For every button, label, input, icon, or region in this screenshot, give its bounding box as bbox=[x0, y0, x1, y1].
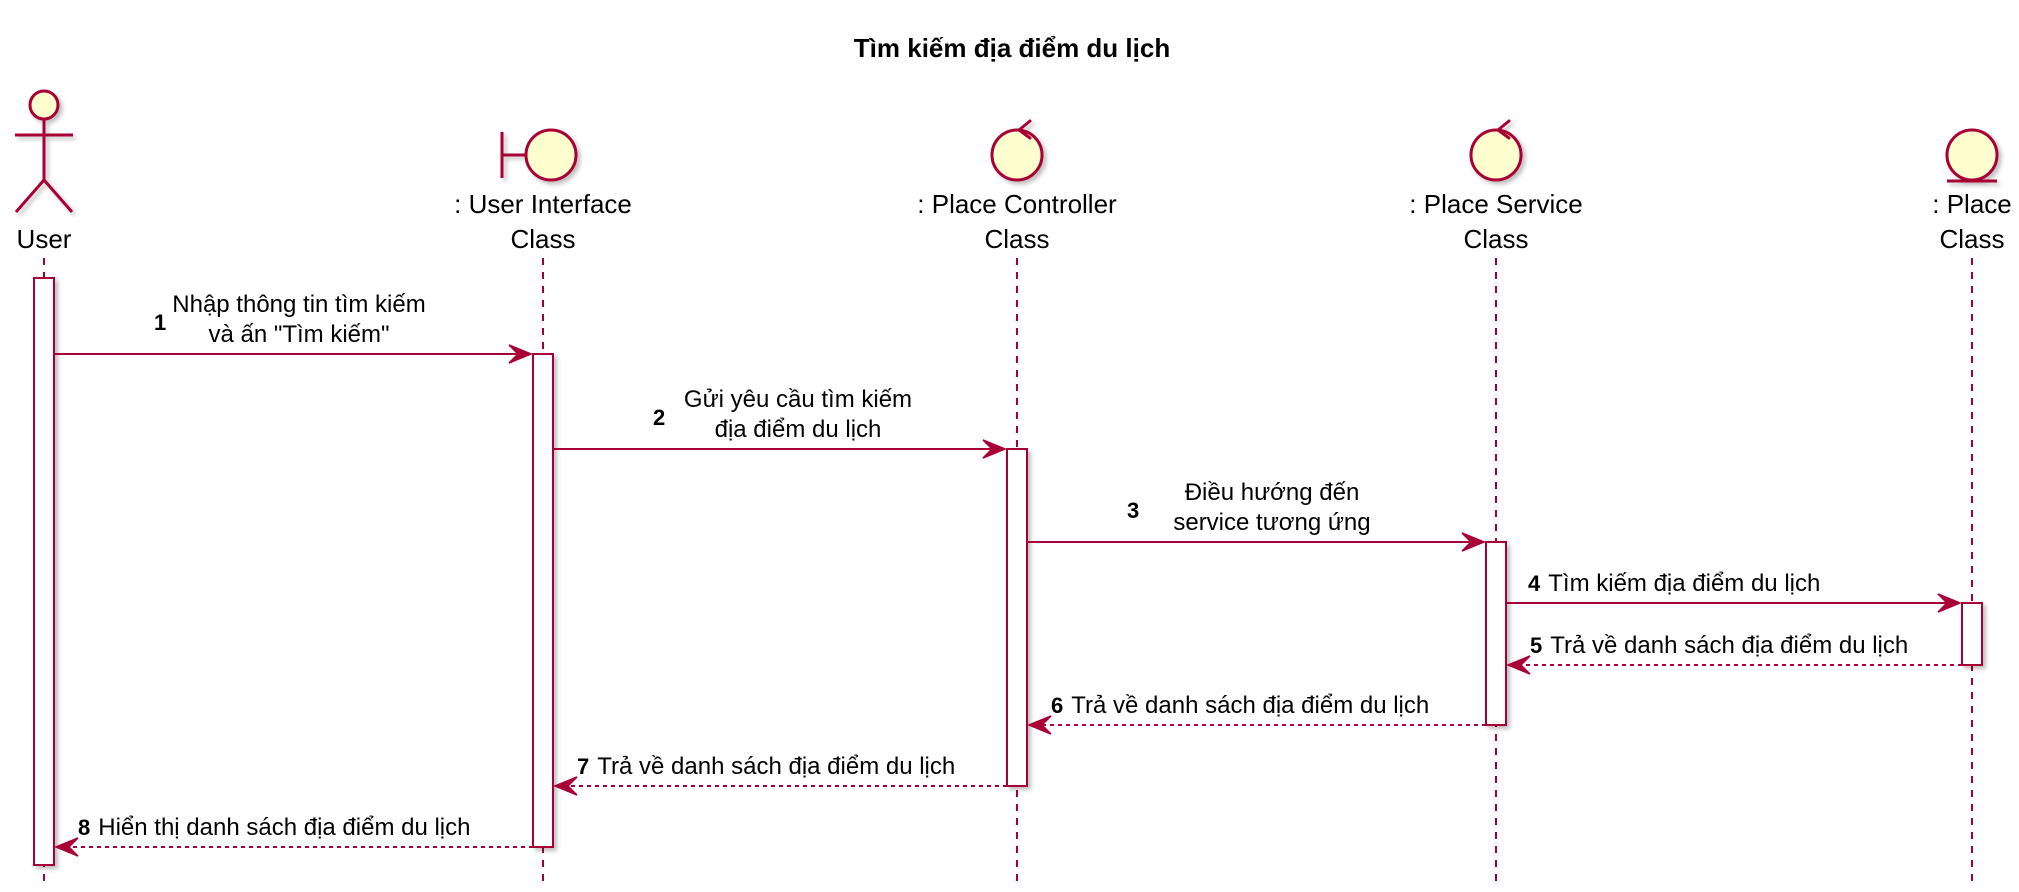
arrowhead-icon bbox=[553, 776, 578, 796]
participant-label-place: Class bbox=[1939, 224, 2004, 254]
control-icon bbox=[990, 119, 1044, 182]
message-number: 2 bbox=[653, 405, 665, 430]
message-text: service tương ứng bbox=[1173, 509, 1370, 536]
message-number: 6 bbox=[1051, 693, 1063, 718]
message-number: 5 bbox=[1530, 633, 1542, 658]
message-4: 4 Tìm kiếm địa điểm du lịch bbox=[1506, 570, 1962, 613]
message-label: 5 Trả về danh sách địa điểm du lịch bbox=[1530, 632, 1908, 659]
message-text: Trả về danh sách địa điểm du lịch bbox=[1550, 632, 1908, 659]
arrowhead-icon bbox=[1937, 593, 1962, 613]
activation-bar-user bbox=[33, 277, 55, 866]
message-8: 8 Hiển thị danh sách địa điểm du lịch bbox=[54, 814, 533, 857]
message-label: 4 Tìm kiếm địa điểm du lịch bbox=[1528, 570, 1820, 597]
message-text: Trả về danh sách địa điểm du lịch bbox=[1071, 692, 1429, 719]
boundary-icon bbox=[500, 128, 578, 182]
arrowhead-icon bbox=[1027, 715, 1052, 735]
arrowhead-icon bbox=[982, 439, 1007, 459]
participant-label-service: : Place Service bbox=[1409, 189, 1582, 219]
message-text: Hiển thị danh sách địa điểm du lịch bbox=[98, 814, 470, 841]
message-3: 3 Điều hướng đến service tương ứng bbox=[1027, 479, 1486, 552]
message-label: 8 Hiển thị danh sách địa điểm du lịch bbox=[78, 814, 470, 841]
diagram-title: Tìm kiếm địa điểm du lịch bbox=[854, 33, 1170, 63]
participant-label-controller: : Place Controller bbox=[917, 189, 1117, 219]
message-number: 3 bbox=[1127, 498, 1139, 523]
message-text: và ấn "Tìm kiếm" bbox=[208, 321, 389, 348]
participant-label-ui: : User Interface bbox=[454, 189, 632, 219]
entity-icon bbox=[1945, 128, 1999, 183]
activation-bar-ui bbox=[532, 353, 554, 848]
message-label: 6 Trả về danh sách địa điểm du lịch bbox=[1051, 692, 1429, 719]
message-text: Gửi yêu cầu tìm kiếm bbox=[684, 386, 912, 413]
arrowhead-icon bbox=[508, 344, 533, 364]
message-text: Tìm kiếm địa điểm du lịch bbox=[1548, 570, 1820, 597]
message-number: 7 bbox=[577, 754, 589, 779]
participant-label-controller: Class bbox=[984, 224, 1049, 254]
message-label: 7 Trả về danh sách địa điểm du lịch bbox=[577, 753, 955, 780]
message-text: Trả về danh sách địa điểm du lịch bbox=[597, 753, 955, 780]
actor-icon bbox=[14, 89, 74, 213]
message-number: 1 bbox=[154, 310, 166, 335]
message-text: Điều hướng đến bbox=[1185, 479, 1360, 506]
participant-label-user: User bbox=[17, 224, 72, 254]
control-icon bbox=[1469, 119, 1523, 182]
message-number: 4 bbox=[1528, 571, 1541, 596]
activation-bar-place bbox=[1961, 602, 1983, 666]
participant-label-service: Class bbox=[1463, 224, 1528, 254]
message-number: 8 bbox=[78, 815, 90, 840]
activation-bar-service bbox=[1485, 541, 1507, 726]
participant-user: User bbox=[14, 89, 74, 254]
arrowhead-icon bbox=[1506, 655, 1531, 675]
participant-label-ui: Class bbox=[510, 224, 575, 254]
message-text: địa điểm du lịch bbox=[715, 416, 882, 443]
arrowhead-icon bbox=[1461, 532, 1486, 552]
message-text: Nhập thông tin tìm kiếm bbox=[172, 291, 425, 318]
message-2: 2 Gửi yêu cầu tìm kiếm địa điểm du lịch bbox=[553, 386, 1007, 459]
message-5: 5 Trả về danh sách địa điểm du lịch bbox=[1506, 632, 1962, 675]
participant-label-place: : Place bbox=[1932, 189, 2012, 219]
activation-bar-controller bbox=[1006, 448, 1028, 787]
message-6: 6 Trả về danh sách địa điểm du lịch bbox=[1027, 692, 1486, 735]
message-7: 7 Trả về danh sách địa điểm du lịch bbox=[553, 753, 1007, 796]
arrowhead-icon bbox=[54, 837, 79, 857]
activation-bars bbox=[33, 277, 1983, 866]
